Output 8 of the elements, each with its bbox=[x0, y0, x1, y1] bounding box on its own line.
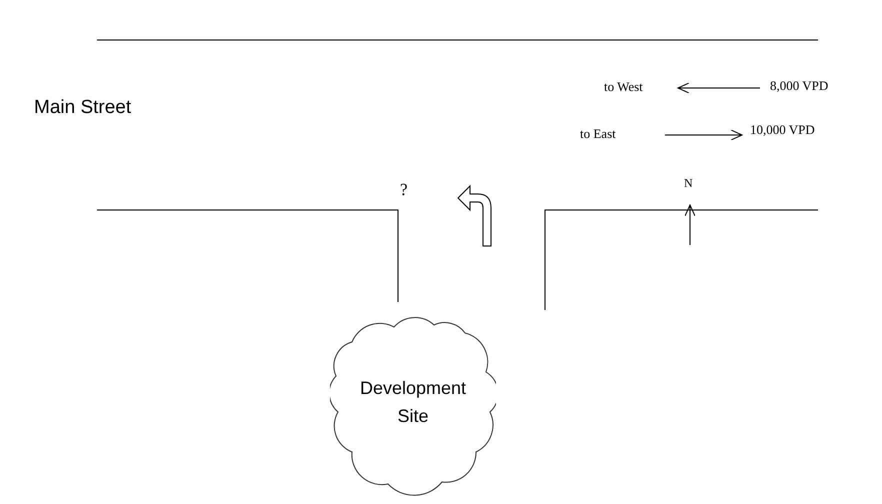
direction-label: to West bbox=[604, 79, 643, 96]
north-label: N bbox=[684, 176, 693, 191]
question-mark: ? bbox=[400, 179, 408, 200]
street-name: Main Street bbox=[34, 96, 132, 120]
direction-label: to East bbox=[580, 126, 616, 142]
traffic-volume: 8,000 VPD bbox=[770, 78, 828, 94]
traffic-volume: 10,000 VPD bbox=[750, 122, 815, 138]
node-label: Development Site bbox=[358, 376, 468, 428]
